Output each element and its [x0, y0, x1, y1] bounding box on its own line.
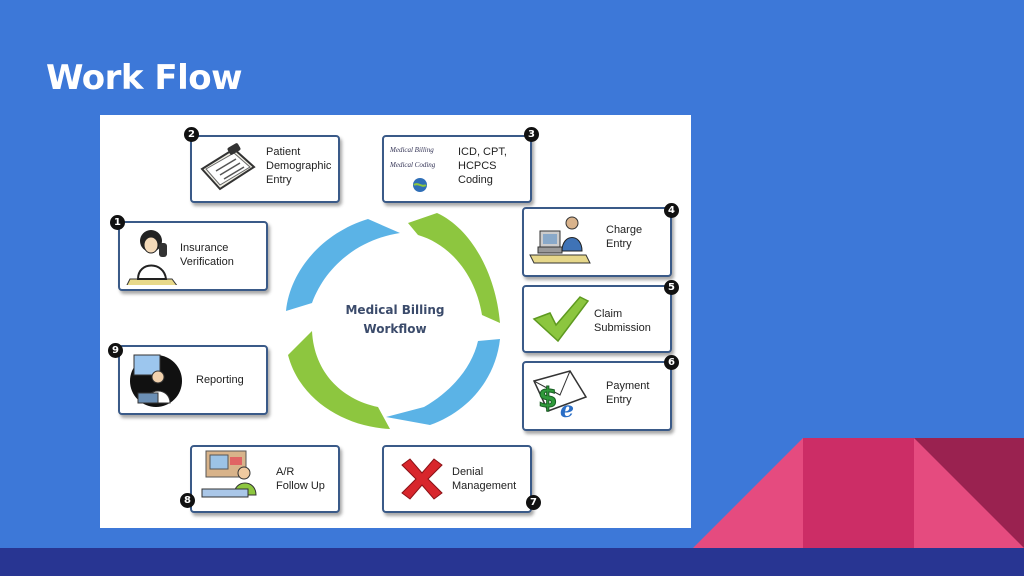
step-number-badge: 7 [526, 495, 541, 510]
step-insurance-verification: Insurance Verification [118, 221, 268, 291]
clipboard-icon [200, 143, 256, 191]
step-patient-demographic-entry: Patient Demographic Entry [190, 135, 340, 203]
cycle-arrow-bottom-right [386, 339, 500, 425]
receptionist-phone-icon [126, 230, 178, 285]
globe-icon [413, 178, 427, 192]
step-label: Reporting [196, 374, 244, 386]
dark-block [914, 438, 1024, 548]
step-number-badge: 3 [524, 127, 539, 142]
computer-desk-icon [529, 216, 591, 264]
cycle-arrow-top-left [286, 219, 400, 311]
desk-worker-icon [201, 450, 257, 498]
step-number-badge: 4 [664, 203, 679, 218]
step-ar-follow-up: A/R Follow Up [190, 445, 340, 513]
step-label: Insurance Verification [180, 242, 234, 268]
svg-text:e: e [560, 397, 574, 423]
cycle-arrow-bottom-left [288, 331, 390, 429]
red-x-icon [401, 458, 443, 500]
pink-triangle-right [914, 438, 1024, 548]
cycle-arrow-top-right [408, 213, 500, 323]
checkmark-icon [532, 296, 590, 343]
step-label: Patient Demographic Entry [266, 146, 332, 186]
cycle-arrows [286, 213, 500, 429]
step-label: ICD, CPT, HCPCS Coding [458, 146, 507, 186]
cycle-center-label: Medical Billing Workflow [345, 303, 445, 336]
step-number-badge: 2 [184, 127, 199, 142]
step-claim-submission: Claim Submission [522, 285, 672, 353]
magenta-block [803, 438, 914, 548]
step-payment-entry: $ e Payment Entry [522, 361, 672, 431]
step-label: Charge Entry [606, 224, 643, 250]
svg-text:$: $ [538, 381, 557, 414]
step-number-badge: 1 [110, 215, 125, 230]
money-envelope-icon: $ e [532, 370, 588, 423]
coding-book-icon: Medical Billing Medical Coding [390, 143, 446, 195]
coding-book-text: Medical Billing Medical Coding [390, 146, 436, 169]
step-label: Claim Submission [594, 308, 651, 334]
step-number-badge: 9 [108, 343, 123, 358]
step-denial-management: Denial Management [382, 445, 532, 513]
step-label: Payment Entry [606, 380, 650, 406]
step-label: A/R Follow Up [276, 466, 325, 492]
step-label: Denial Management [452, 466, 517, 492]
bottom-bar [0, 548, 1024, 576]
step-number-badge: 8 [180, 493, 195, 508]
slide-title: Work Flow [46, 58, 243, 98]
presenter-icon [130, 354, 182, 407]
pink-triangle-left [693, 438, 803, 548]
step-number-badge: 5 [664, 280, 679, 295]
step-coding: Medical Billing Medical Coding ICD, CPT,… [382, 135, 532, 203]
step-charge-entry: Charge Entry [522, 207, 672, 277]
workflow-diagram: Medical Billing Workflow Insurance Verif… [100, 115, 691, 528]
step-number-badge: 6 [664, 355, 679, 370]
step-reporting: Reporting [118, 345, 268, 415]
